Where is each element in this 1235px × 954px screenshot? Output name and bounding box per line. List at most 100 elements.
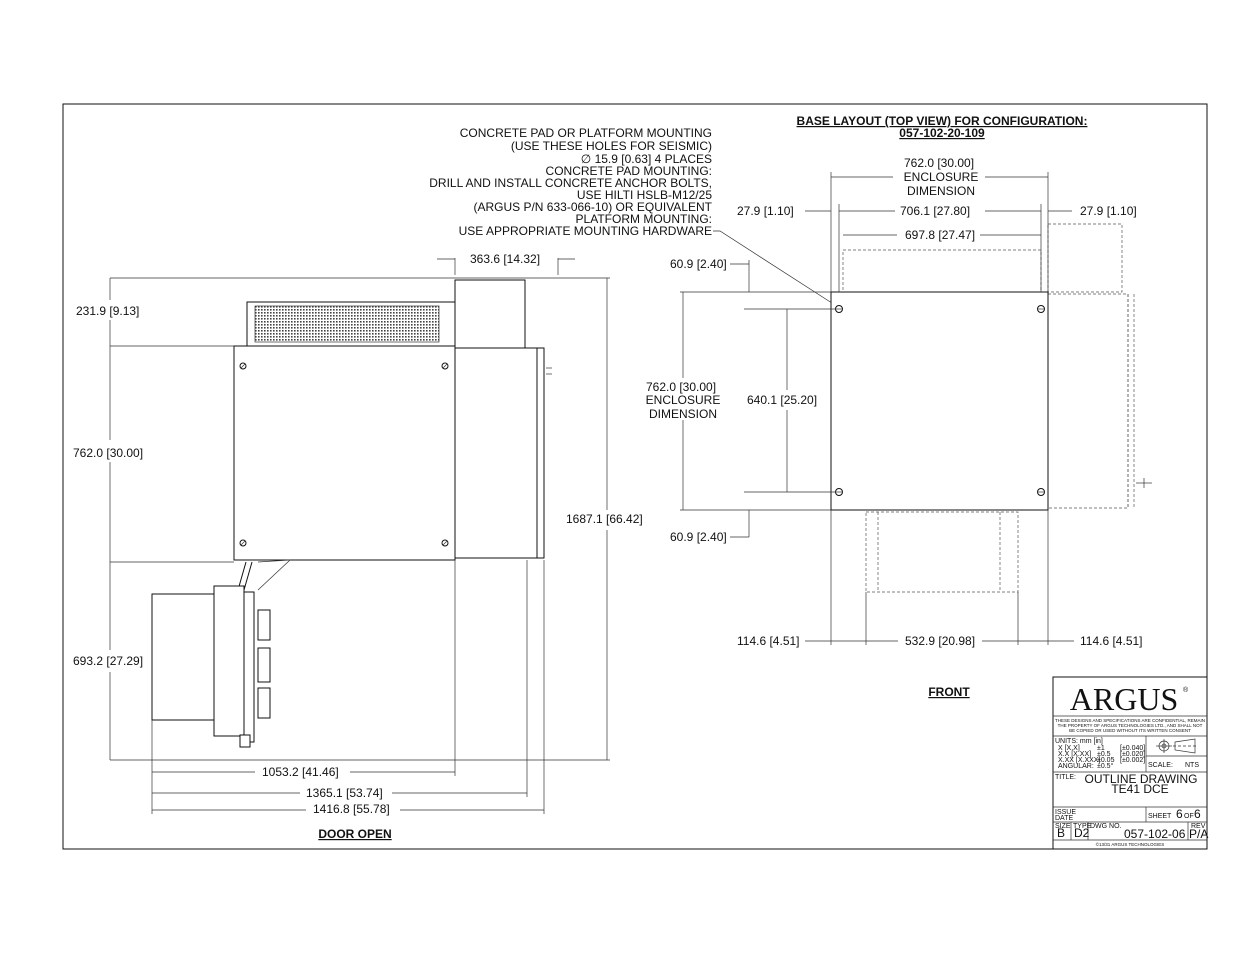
note-line-5: DRILL AND INSTALL CONCRETE ANCHOR BOLTS, xyxy=(429,176,712,190)
tol-3c: [±0.002] xyxy=(1120,757,1145,764)
note-line-7: (ARGUS P/N 633-066-10) OR EQUIVALENT xyxy=(473,200,712,214)
dwg-number: 057-102-06 xyxy=(1124,827,1186,841)
tol-4a: ANGULAR: xyxy=(1058,763,1094,770)
base-enclosure xyxy=(830,291,1049,511)
size-label: SIZE xyxy=(1055,823,1071,830)
argus-logo: ARGUS xyxy=(1070,681,1178,717)
note-line-2: (USE THESE HOLES FOR SEISMIC) xyxy=(511,139,712,153)
front-view: 762.0 [30.00] ENCLOSURE DIMENSION 27.9 [… xyxy=(646,156,1152,699)
dim-hole-span: 640.1 [25.20] xyxy=(747,393,817,407)
door-component-3 xyxy=(257,687,271,719)
rev-label: REV xyxy=(1191,823,1206,830)
tol-1a: X [X.X] xyxy=(1058,745,1080,752)
title-label: TITLE: xyxy=(1055,774,1076,781)
scale-value: NTS xyxy=(1185,762,1199,769)
tol-3a: X.XX [X.XXX] xyxy=(1058,757,1100,764)
tol-2c: [±0.020] xyxy=(1120,751,1145,758)
dim-encl-height-b: ENCLOSURE xyxy=(646,393,721,407)
tol-2b: ±0.5 xyxy=(1097,751,1111,758)
dim-encl-width-c: DIMENSION xyxy=(907,184,975,198)
dim-bottom-right: 114.6 [4.51] xyxy=(1080,634,1143,648)
note-line-1: CONCRETE PAD OR PLATFORM MOUNTING xyxy=(460,126,712,140)
dim-width-1: 1053.2 [41.46] xyxy=(262,765,339,779)
dim-bottom-offset: 60.9 [2.40] xyxy=(670,530,727,544)
dim-top-width: 363.6 [14.32] xyxy=(470,252,540,266)
note-line-4: CONCRETE PAD MOUNTING: xyxy=(546,164,712,178)
door-outline xyxy=(865,511,1019,593)
door-open-view: 363.6 [14.32] 231.9 [9.13] 762.0 [30.00]… xyxy=(73,252,643,841)
dim-bottom-mid: 532.9 [20.98] xyxy=(905,634,975,648)
dim-left-top: 231.9 [9.13] xyxy=(76,304,139,318)
dim-encl-height-c: DIMENSION xyxy=(649,407,717,421)
note-line-9: USE APPROPRIATE MOUNTING HARDWARE xyxy=(459,224,712,238)
note-line-6: USE HILTI HSLB-M12/25 xyxy=(577,188,712,202)
right-unit-outline xyxy=(1047,223,1123,293)
base-layout-config: 057-102-20-109 xyxy=(899,126,985,140)
copyright: ©13/31 ARGUS TECHNOLOGIES xyxy=(1096,841,1165,847)
dwg-label: DWG NO. xyxy=(1090,823,1122,830)
drawing-title-2: TE41 DCE xyxy=(1111,782,1168,796)
dim-top-offset: 60.9 [2.40] xyxy=(670,257,727,271)
mount-holes xyxy=(835,305,1045,496)
tol-2a: X.X [X.XX] xyxy=(1058,751,1091,758)
hood-outline xyxy=(842,249,1042,293)
date-label: DATE xyxy=(1055,815,1073,822)
note-leader xyxy=(713,230,836,306)
dim-inner-1: 706.1 [27.80] xyxy=(900,204,970,218)
main-enclosure xyxy=(233,345,456,561)
door-screws xyxy=(239,362,449,547)
note-line-8: PLATFORM MOUNTING: xyxy=(576,212,712,226)
dim-side-right: 27.9 [1.10] xyxy=(1080,204,1137,218)
door-open-label: DOOR OPEN xyxy=(318,827,391,841)
dim-left-mid: 762.0 [30.00] xyxy=(73,446,143,460)
issue-label: ISSUE xyxy=(1055,809,1076,816)
title-block: ARGUS ® THESE DESIGNS AND SPECIFICATIONS… xyxy=(1052,676,1208,850)
open-door xyxy=(151,559,291,748)
scale-label: SCALE: xyxy=(1148,762,1173,769)
sheet-border xyxy=(62,103,1208,850)
door-component-1 xyxy=(257,609,271,641)
confidential-3: BE COPIED OR USED WITHOUT ITS WRITTEN CO… xyxy=(1069,728,1191,733)
tol-4b: ±0.5° xyxy=(1097,762,1114,770)
side-unit xyxy=(454,347,538,559)
tol-1c: [±0.040] xyxy=(1120,745,1145,752)
dim-bottom-left: 114.6 [4.51] xyxy=(737,634,800,648)
dim-encl-width-b: ENCLOSURE xyxy=(904,170,979,184)
dim-side-left: 27.9 [1.10] xyxy=(737,204,794,218)
dim-inner-2: 697.8 [27.47] xyxy=(905,228,975,242)
side-unit-outline xyxy=(1047,293,1129,509)
type-label: TYPE xyxy=(1073,823,1092,830)
dim-width-2: 1365.1 [53.74] xyxy=(306,786,383,800)
dim-left-bottom: 693.2 [27.29] xyxy=(73,654,143,668)
sheet-number: 6 xyxy=(1176,807,1183,821)
type-value: D2 xyxy=(1074,826,1090,840)
side-rail xyxy=(536,347,545,559)
door-component-2 xyxy=(257,647,271,683)
fan-grille xyxy=(254,305,440,343)
dim-total-height: 1687.1 [66.42] xyxy=(566,512,643,526)
sheet-of: OF xyxy=(1184,813,1194,820)
base-layout-title: BASE LAYOUT (TOP VIEW) FOR CONFIGURATION… xyxy=(797,114,1088,128)
registered-mark: ® xyxy=(1183,686,1189,694)
dim-width-3: 1416.8 [55.78] xyxy=(313,802,390,816)
rev-value: P/A xyxy=(1189,827,1208,841)
door-panel xyxy=(151,593,215,721)
note-line-3: ∅ 15.9 [0.63] 4 PLACES xyxy=(581,152,712,166)
units: UNITS: mm [in] xyxy=(1055,738,1103,745)
right-hood xyxy=(454,279,526,349)
door-frame xyxy=(213,585,245,737)
drawing-title-1: OUTLINE DRAWING xyxy=(1085,772,1198,786)
tol-3b: ±0.05 xyxy=(1097,757,1115,764)
mounting-notes: CONCRETE PAD OR PLATFORM MOUNTING (USE T… xyxy=(429,126,712,238)
confidential-1: THESE DESIGNS AND SPECIFICATIONS ARE CON… xyxy=(1055,718,1205,723)
tol-1b: ±1 xyxy=(1097,745,1105,752)
front-label: FRONT xyxy=(928,685,970,699)
projection-symbol-icon xyxy=(1156,738,1198,754)
dim-encl-height-a: 762.0 [30.00] xyxy=(646,380,716,394)
sheet-label: SHEET xyxy=(1148,813,1172,820)
size-value: B xyxy=(1057,826,1065,840)
confidential-2: THE PROPERTY OF ARGUS TECHNOLOGIES LTD.,… xyxy=(1058,723,1203,728)
sheet-total: 6 xyxy=(1194,807,1201,821)
dim-encl-width-a: 762.0 [30.00] xyxy=(904,156,974,170)
